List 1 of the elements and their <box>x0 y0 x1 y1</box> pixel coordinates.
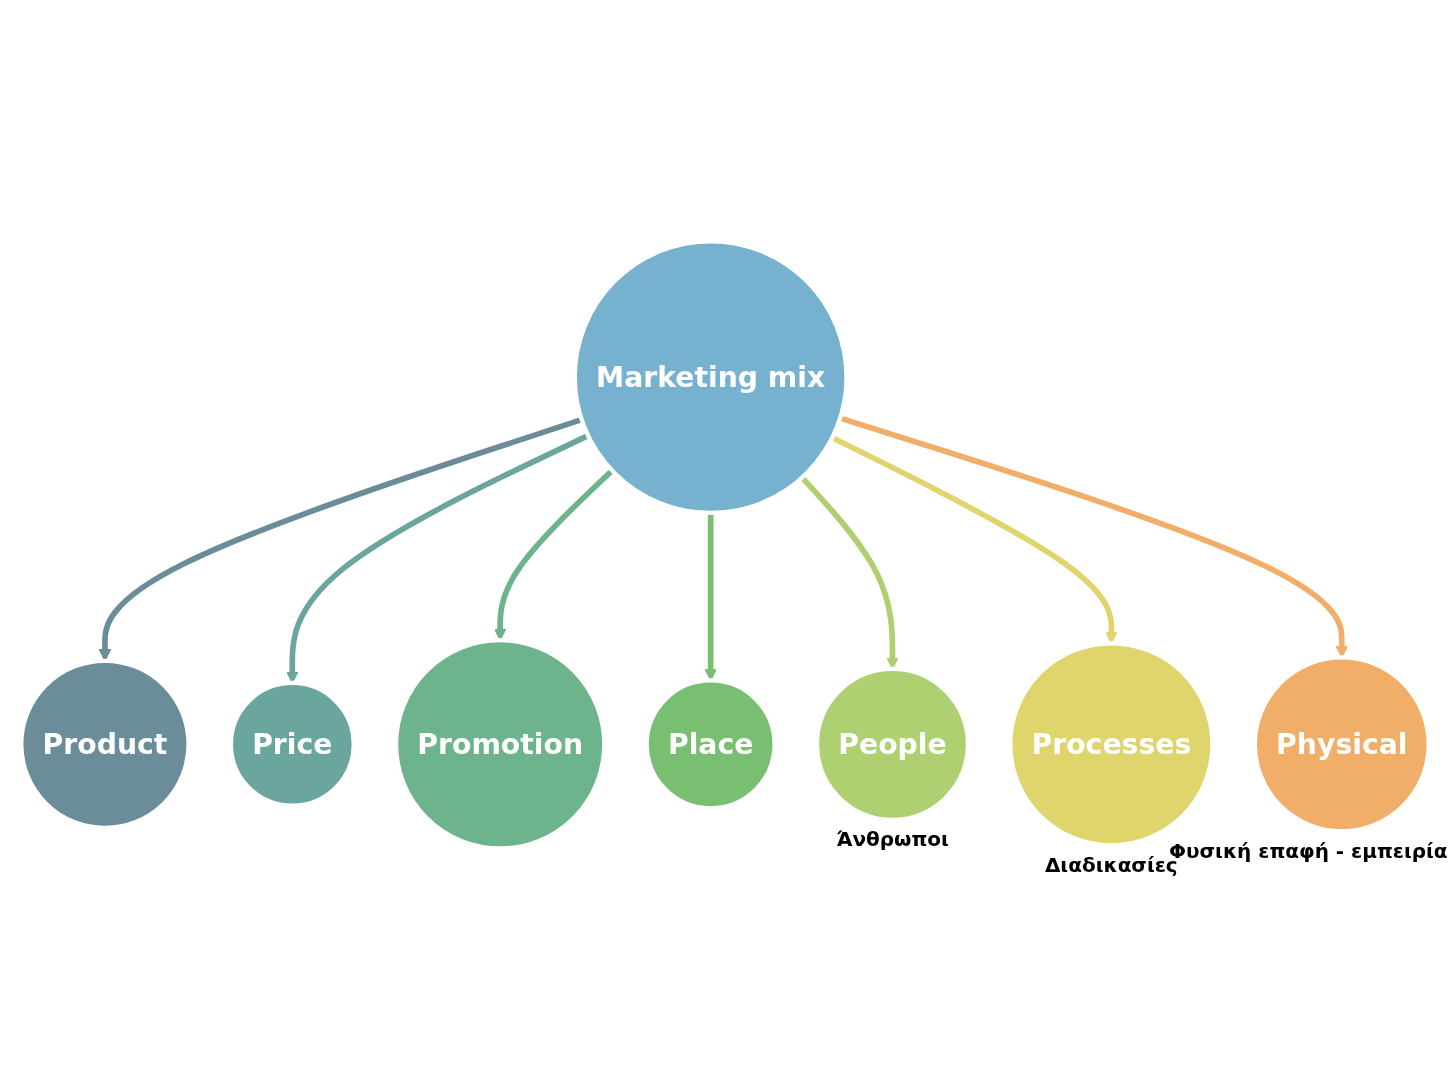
node-caption: Άνθρωποι <box>836 827 949 852</box>
